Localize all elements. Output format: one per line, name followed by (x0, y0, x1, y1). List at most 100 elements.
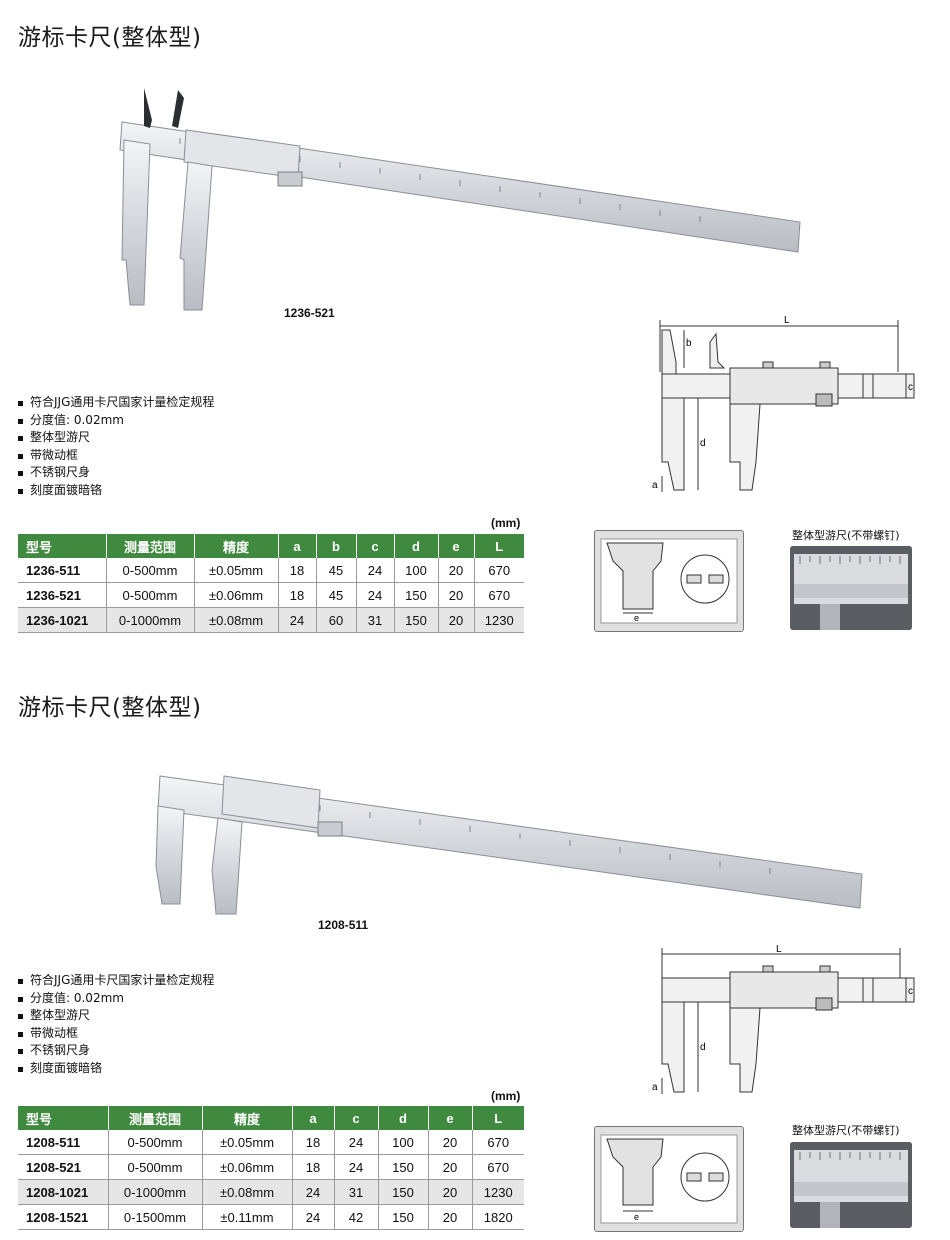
table-cell: 24 (334, 1154, 379, 1180)
table-cell: 18 (278, 582, 317, 608)
dim-label-a: a (652, 480, 658, 491)
table-cell: 1208-521 (18, 1154, 109, 1180)
table-cell: 45 (316, 558, 357, 583)
table-cell: 670 (472, 1130, 524, 1155)
table-cell: 1820 (472, 1204, 524, 1230)
feature-item: 整体型游尺 (18, 429, 214, 447)
table-cell: 670 (472, 1154, 524, 1180)
col-header: L (472, 1106, 524, 1130)
table-cell: 670 (474, 582, 524, 608)
spec-table: 型号 测量范围 精度 a b c d e L 1236-511 0-500mm … (18, 534, 524, 633)
table-cell: 24 (278, 607, 317, 633)
dim-label-b: b (686, 338, 692, 349)
table-cell: 24 (356, 558, 395, 583)
table-cell: 1236-511 (18, 558, 107, 583)
dim-label-d: d (700, 438, 706, 449)
dim-label-L: L (776, 944, 782, 955)
section-title: 游标卡尺(整体型) (18, 695, 202, 721)
table-cell: 0-1000mm (106, 607, 195, 633)
table-cell: 31 (356, 607, 395, 633)
table-row: 1208-1021 0-1000mm ±0.08mm 24 31 150 20 … (18, 1179, 524, 1205)
detail-caption: 整体型游尺(不带螺钉) (792, 1124, 900, 1137)
table-cell: 1236-1021 (18, 607, 107, 633)
table-cell: 20 (428, 1130, 473, 1155)
vernier-caliper-image (119, 88, 801, 311)
jaw-detail-diagram: e (594, 1126, 744, 1232)
table-cell: 1208-511 (18, 1130, 109, 1155)
detail-caption: 整体型游尺(不带螺钉) (792, 529, 900, 542)
table-row: 1236-1021 0-1000mm ±0.08mm 24 60 31 150 … (18, 607, 524, 633)
col-header: 型号 (18, 1106, 109, 1130)
feature-item: 符合JJG通用卡尺国家计量检定规程 (18, 394, 214, 412)
table-cell: 1208-1521 (18, 1204, 109, 1230)
table-cell: 20 (438, 607, 475, 633)
table-cell: 45 (316, 582, 357, 608)
table-cell: 18 (292, 1154, 335, 1180)
feature-item: 带微动框 (18, 447, 214, 465)
table-row: 1236-511 0-500mm ±0.05mm 18 45 24 100 20… (18, 558, 524, 583)
table-cell: 1208-1021 (18, 1179, 109, 1205)
col-header: 精度 (202, 1106, 293, 1130)
feature-item: 分度值: 0.02mm (18, 412, 214, 430)
table-cell: 150 (394, 582, 439, 608)
feature-item: 符合JJG通用卡尺国家计量检定规程 (18, 972, 214, 990)
col-header: 测量范围 (108, 1106, 203, 1130)
feature-item: 分度值: 0.02mm (18, 990, 214, 1008)
feature-item: 刻度面镀暗铬 (18, 482, 214, 500)
dim-label-e: e (634, 613, 639, 623)
col-header: a (278, 534, 317, 558)
table-cell: 20 (438, 558, 475, 583)
col-header: 精度 (194, 534, 279, 558)
col-header: c (334, 1106, 379, 1130)
col-header: e (438, 534, 475, 558)
spec-table: 型号 测量范围 精度 a c d e L 1208-511 0-500mm ±0… (18, 1106, 524, 1230)
table-cell: 1236-521 (18, 582, 107, 608)
col-header: 型号 (18, 534, 107, 558)
table-row: 1208-521 0-500mm ±0.06mm 18 24 150 20 67… (18, 1154, 524, 1180)
col-header: 测量范围 (106, 534, 195, 558)
table-header-row: 型号 测量范围 精度 a c d e L (18, 1106, 524, 1130)
table-cell: 670 (474, 558, 524, 583)
col-header: d (378, 1106, 429, 1130)
vernier-caliper-image (155, 775, 863, 915)
col-header: e (428, 1106, 473, 1130)
table-cell: 150 (378, 1204, 429, 1230)
table-cell: 0-500mm (106, 558, 195, 583)
table-cell: 20 (438, 582, 475, 608)
table-cell: 0-500mm (106, 582, 195, 608)
table-row: 1208-1521 0-1500mm ±0.11mm 24 42 150 20 … (18, 1204, 524, 1230)
table-cell: 42 (334, 1204, 379, 1230)
col-header: L (474, 534, 524, 558)
col-header: d (394, 534, 439, 558)
dim-label-c: c (908, 382, 913, 393)
table-cell: 1230 (474, 607, 524, 633)
table-cell: 20 (428, 1154, 473, 1180)
table-cell: 0-500mm (108, 1154, 203, 1180)
table-cell: 24 (334, 1130, 379, 1155)
table-cell: 18 (278, 558, 317, 583)
table-cell: 150 (394, 607, 439, 633)
table-cell: ±0.11mm (202, 1204, 293, 1230)
table-cell: 24 (356, 582, 395, 608)
table-cell: 20 (428, 1179, 473, 1205)
feature-item: 刻度面镀暗铬 (18, 1060, 214, 1078)
table-cell: 150 (378, 1154, 429, 1180)
table-cell: 60 (316, 607, 357, 633)
feature-list: 符合JJG通用卡尺国家计量检定规程 分度值: 0.02mm 整体型游尺 带微动框… (18, 972, 214, 1077)
model-caption: 1236-521 (284, 306, 335, 320)
table-cell: 100 (394, 558, 439, 583)
unit-label: (mm) (491, 516, 521, 530)
model-caption: 1208-511 (318, 918, 369, 932)
col-header: a (292, 1106, 335, 1130)
table-cell: ±0.06mm (202, 1154, 293, 1180)
table-cell: ±0.08mm (202, 1179, 293, 1205)
jaw-detail-diagram: e (594, 530, 744, 632)
caliper-dimension-diagram: L c d a (652, 944, 915, 1094)
feature-item: 整体型游尺 (18, 1007, 214, 1025)
feature-item: 不锈钢尺身 (18, 1042, 214, 1060)
table-cell: ±0.05mm (194, 558, 279, 583)
table-cell: ±0.08mm (194, 607, 279, 633)
dim-label-L: L (784, 315, 790, 326)
section-1: 游标卡尺(整体型) 1236-521 (18, 25, 915, 633)
table-cell: ±0.06mm (194, 582, 279, 608)
